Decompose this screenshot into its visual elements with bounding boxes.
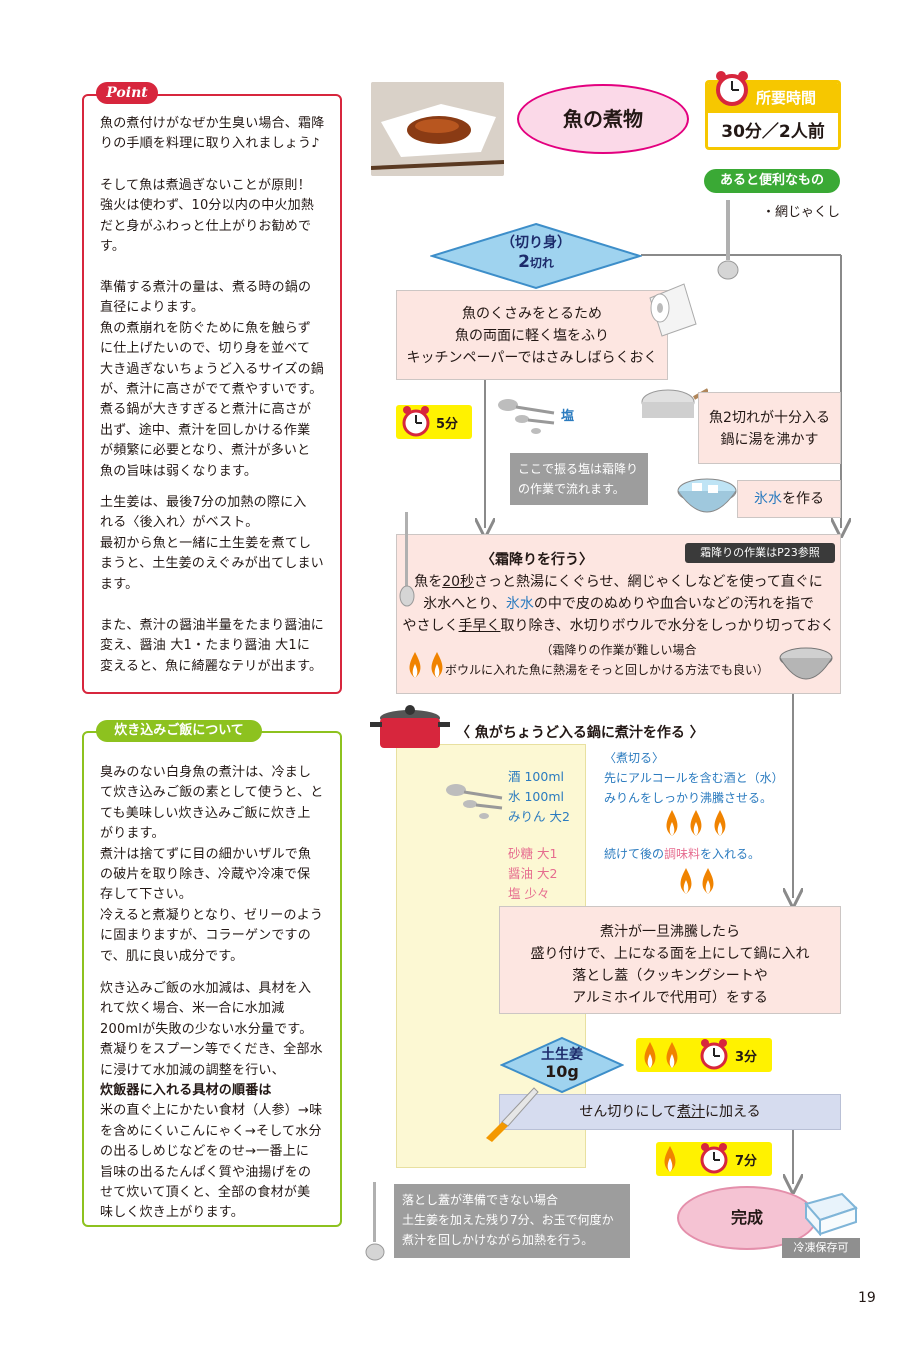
rice-bold-line: 炊飯器に入れる具材の順番は — [100, 1083, 272, 1099]
measuring-spoons-icon — [498, 399, 555, 434]
step-simmer: 煮汁が一旦沸騰したら 盛り付けで、上になる面を上にして鍋に入れ 落とし蓋（クッキ… — [499, 906, 841, 1014]
shimofuri-ref-tag: 霜降りの作業はP23参照 — [685, 543, 835, 563]
fish-dish-icon — [371, 82, 504, 176]
flame-icon — [680, 868, 714, 894]
broth-water: 水 100ml — [508, 789, 564, 804]
shimofuri-line-4: （霜降りの作業が難しい場合 — [540, 643, 697, 657]
timer-7min-label: 7分 — [735, 1154, 758, 1169]
broth-mirin: みりん 大2 — [508, 809, 570, 824]
step-simmer-line-4: アルミホイルで代用可）をする — [572, 990, 768, 1006]
dish-photo — [371, 82, 504, 176]
alarm-clock-icon — [402, 406, 430, 437]
knife-icon — [486, 1087, 539, 1142]
time-value: 30分／2人前 — [721, 122, 825, 142]
flame-icon — [666, 810, 726, 836]
step-salt-line-3: キッチンペーパーではさみしばらくおく — [406, 350, 658, 366]
skimmer-icon — [717, 200, 739, 280]
ginger-name: 土生姜 — [541, 1047, 583, 1063]
skimmer-icon — [399, 512, 415, 607]
shimofuri-line-1: 魚を20秒さっと熱湯にくぐらせ、網じゃくしなどを使って直ぐに — [414, 574, 823, 590]
ladle-icon — [365, 1182, 385, 1261]
ice-bowl-icon — [677, 478, 737, 513]
salt-label: 塩 — [561, 409, 575, 424]
point-paragraph-1: 魚の煮付けがなぜか生臭い場合、霜降 りの手順を料理に取り入れましょう♪ — [100, 116, 325, 152]
broth-sugar: 砂糖 大1 — [508, 846, 558, 861]
lid-note: 落とし蓋が準備できない場合 土生姜を加えた残り7分、お玉で何度か 煮汁を回しかけ… — [394, 1184, 630, 1258]
alarm-clock-icon — [716, 71, 748, 106]
rice-paragraph-2: 炊き込みご飯の水加減は、具材を入 れて炊く場合、米一合に水加減 200mlが失敗… — [100, 981, 323, 1221]
step-simmer-line-1: 煮汁が一旦沸騰したら — [600, 924, 740, 940]
broth-note-1: 〈煮切る〉 先にアルコールを含む酒と（水） みりんをしっかり沸騰させる。 — [604, 751, 784, 805]
shimofuri-line-5: ボウルに入れた魚に熱湯をそっと回しかける方法でも良い） — [444, 663, 769, 677]
step-shimofuri: 〈霜降りを行う〉 霜降りの作業はP23参照 魚を20秒さっと熱湯にくぐらせ、網じ… — [396, 534, 841, 694]
step-salt-line-2: 魚の両面に軽く塩をふり — [455, 328, 609, 344]
rice-paragraph-1: 臭みのない白身魚の煮汁は、冷まし て炊き込みご飯の素として使うと、と ても美味し… — [100, 765, 324, 964]
fish-ingredient-qty: 2切れ — [518, 252, 554, 272]
step-ginger: せん切りにして煮汁に加える — [499, 1094, 841, 1130]
freeze-tag: 冷凍保存可 — [782, 1238, 860, 1258]
step-simmer-line-3: 落とし蓋（クッキングシートや — [572, 968, 768, 984]
shimofuri-title: 〈霜降りを行う〉 — [481, 552, 593, 568]
flame-icon — [409, 652, 443, 678]
step-salt-line-1: 魚のくさみをとるため — [462, 306, 602, 322]
broth-soy: 醤油 大2 — [508, 866, 558, 881]
red-pot-icon — [370, 705, 450, 748]
flame-icon — [664, 1146, 676, 1172]
ginger-qty: 10g — [545, 1062, 579, 1081]
page-number: 19 — [858, 1290, 876, 1306]
tools-badge: あると便利なもの — [704, 169, 840, 193]
broth-group-2: 砂糖 大1 醤油 大2 塩 少々 — [508, 844, 557, 904]
alarm-clock-icon — [700, 1143, 728, 1174]
shimofuri-line-3: やさしく手早く取り除き、水切りボウルで水分をしっかり切っておく — [402, 618, 835, 634]
fish-ingredient-name: （切り身） — [501, 235, 571, 251]
timer-5min-label: 5分 — [436, 417, 459, 432]
measuring-spoons-icon — [446, 784, 503, 819]
broth-sake: 酒 100ml — [508, 769, 564, 784]
pot-icon — [641, 388, 708, 418]
fish-ingredient-diamond — [430, 222, 642, 290]
paper-towel-icon — [649, 283, 697, 337]
step-ice-water: 氷水を作る — [737, 480, 841, 518]
step-boil-water: 魚2切れが十分入る 鍋に湯を沸かす — [698, 392, 841, 464]
storage-container-icon — [804, 1192, 858, 1236]
point-paragraph-5: また、煮汁の醤油半量をたまり醤油に 変え、醤油 大1・たまり醤油 大1に 変える… — [100, 618, 325, 674]
tools-item: ・網じゃくし — [762, 205, 841, 220]
rice-badge: 炊き込みご飯について — [96, 720, 262, 742]
ginger-ingredient-diamond — [500, 1036, 624, 1094]
timer-3min-label: 3分 — [735, 1050, 758, 1065]
broth-salt: 塩 少々 — [508, 886, 550, 901]
alarm-clock-icon — [700, 1039, 728, 1070]
point-paragraph-3: 準備する煮汁の量は、煮る時の鍋の 直径によります。 魚の煮崩れを防ぐために魚を触… — [100, 280, 325, 479]
broth-title: 〈 魚がちょうど入る鍋に煮汁を作る 〉 — [456, 725, 704, 741]
step-simmer-line-2: 盛り付けで、上になる面を上にして鍋に入れ — [530, 946, 810, 962]
broth-group-1: 酒 100ml 水 100ml みりん 大2 — [508, 767, 570, 827]
salt-note: ここで振る塩は霜降り の作業で流れます。 — [510, 453, 648, 505]
point-paragraph-4: 土生姜は、最後7分の加熱の際に入 れる〈後入れ〉がベスト。 最初から魚と一緒に土… — [100, 495, 324, 592]
rice-box — [82, 731, 342, 1227]
colander-icon — [779, 647, 833, 680]
point-box — [82, 94, 342, 694]
point-badge: Point — [96, 82, 158, 104]
step-salt: 魚のくさみをとるため 魚の両面に軽く塩をふり キッチンペーパーではさみしばらくお… — [396, 290, 668, 380]
shimofuri-line-2: 氷水へとり、氷水の中で皮のぬめりや血合いなどの汚れを指で — [423, 596, 814, 612]
point-paragraph-2: そして魚は煮過ぎないことが原則！ 強火は使わず、10分以内の中火加熱 だと身がふ… — [100, 178, 315, 255]
broth-note-2: 続けて後の調味料を入れる。 — [604, 847, 761, 861]
recipe-title: 魚の煮物 — [517, 84, 689, 154]
flame-icon — [644, 1042, 678, 1068]
